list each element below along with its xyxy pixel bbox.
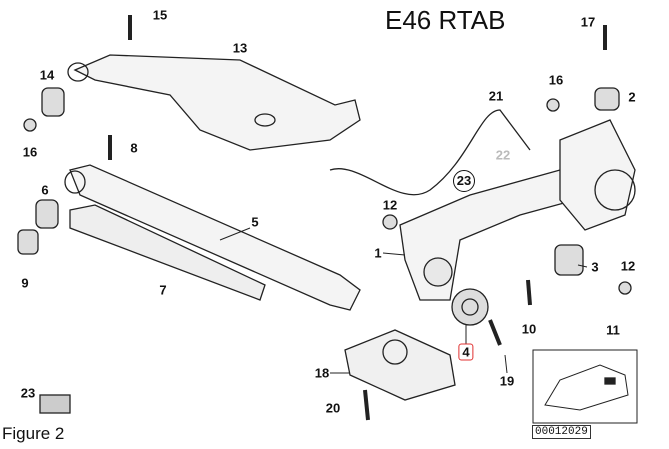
nut-12-right [618,281,632,295]
callout-2: 2 [628,89,636,105]
callout-1: 1 [374,245,382,261]
nut-12-left [382,214,398,230]
nut-16-right [546,98,560,112]
callout-22: 22 [495,147,511,163]
callout-12-left: 12 [382,197,398,213]
upper-arm-mount [254,113,276,127]
leader-lines [219,227,588,374]
callout-15: 15 [152,7,168,23]
car-inset-frame [532,349,638,424]
trailing-arm [69,164,361,311]
bracket-18 [344,329,456,401]
diagram-title: E46 RTAB [385,5,506,35]
callout-4-highlighted: 4 [458,343,474,361]
callout-12-right: 12 [620,258,636,274]
trailing-arm-eye [64,170,86,194]
callout-10: 10 [521,321,537,337]
callout-11: 11 [606,322,620,338]
bracket-bushing [382,339,408,365]
bushing-3 [554,244,584,276]
cover-panel [69,204,266,301]
rtab-bushing-4 [451,288,489,326]
upper-arm-eye [67,62,89,82]
callout-14: 14 [39,67,55,83]
bushing-6 [35,199,59,229]
callout-9: 9 [21,275,29,291]
wheel-hub [594,169,636,211]
callout-3: 3 [591,259,599,275]
link-bushing [423,257,453,287]
callout-13: 13 [232,40,248,56]
car-outline [544,364,629,411]
nut-16-left [23,118,37,132]
bushing-9 [17,229,39,255]
sensor-wire [329,109,531,196]
part-23-small [39,394,71,414]
bolt-20 [363,389,370,421]
callout-7: 7 [159,282,167,298]
diagram-code: 00012029 [532,425,591,439]
car-part-location-marker [604,377,616,385]
callout-19: 19 [499,373,515,389]
callout-23: 23 [453,170,475,192]
callout-18: 18 [314,365,330,381]
rtab-bushing-center [461,298,479,316]
callout-6: 6 [41,182,49,198]
callout-8: 8 [130,140,138,156]
callout-16-left: 16 [22,144,38,160]
bushing-2 [594,87,620,111]
figure-caption: Figure 2 [2,424,65,443]
upper-control-arm [73,54,361,151]
bolt-10 [526,279,532,306]
callout-17: 17 [580,14,596,30]
callout-21: 21 [488,88,504,104]
callout-5: 5 [251,214,259,230]
bushing-14 [41,87,65,117]
callout-23-small: 23 [20,385,36,401]
bolt-19 [488,319,502,346]
wheel-carrier [559,119,636,231]
callout-20: 20 [325,400,341,416]
callout-16-right: 16 [548,72,564,88]
